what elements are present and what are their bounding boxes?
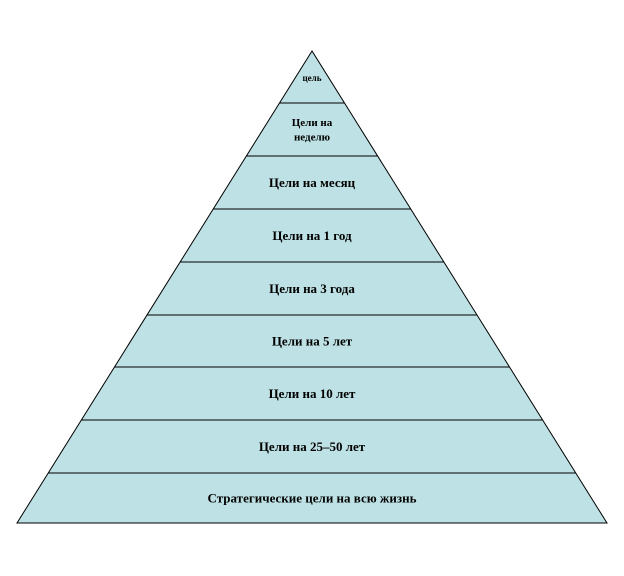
- pyramid-level-label: Стратегические цели на всю жизнь: [208, 491, 417, 506]
- pyramid-shape: [16, 50, 608, 524]
- pyramid-level-line: Цели на 3 года: [269, 281, 355, 296]
- pyramid-level-label: Цели на 1 год: [272, 228, 352, 243]
- pyramid-level-line: Цели на 25–50 лет: [259, 439, 366, 454]
- pyramid-level-label: Цели на месяц: [269, 175, 356, 190]
- pyramid-level-label: Цели на 10 лет: [269, 386, 356, 401]
- pyramid-level-line: цель: [303, 73, 322, 83]
- pyramid-level-line: Цели на 5 лет: [272, 334, 353, 349]
- pyramid-level-line: Стратегические цели на всю жизнь: [208, 491, 417, 506]
- pyramid-level-line: Цели на 10 лет: [269, 386, 356, 401]
- pyramid-level-label: Цели на 5 лет: [272, 334, 353, 349]
- pyramid-level-line: Цели на месяц: [269, 175, 356, 190]
- pyramid-level-label: цель: [303, 73, 322, 83]
- pyramid-level-label: Цели на неделю: [292, 117, 333, 143]
- pyramid-level-line: Цели на 1 год: [272, 228, 352, 243]
- pyramid-level-line: Цели на: [292, 117, 333, 129]
- pyramid-level-line: неделю: [294, 132, 330, 144]
- pyramid-level-label: Цели на 3 года: [269, 281, 355, 296]
- pyramid-level-label: Цели на 25–50 лет: [259, 439, 366, 454]
- level-dividers: [48, 102, 576, 474]
